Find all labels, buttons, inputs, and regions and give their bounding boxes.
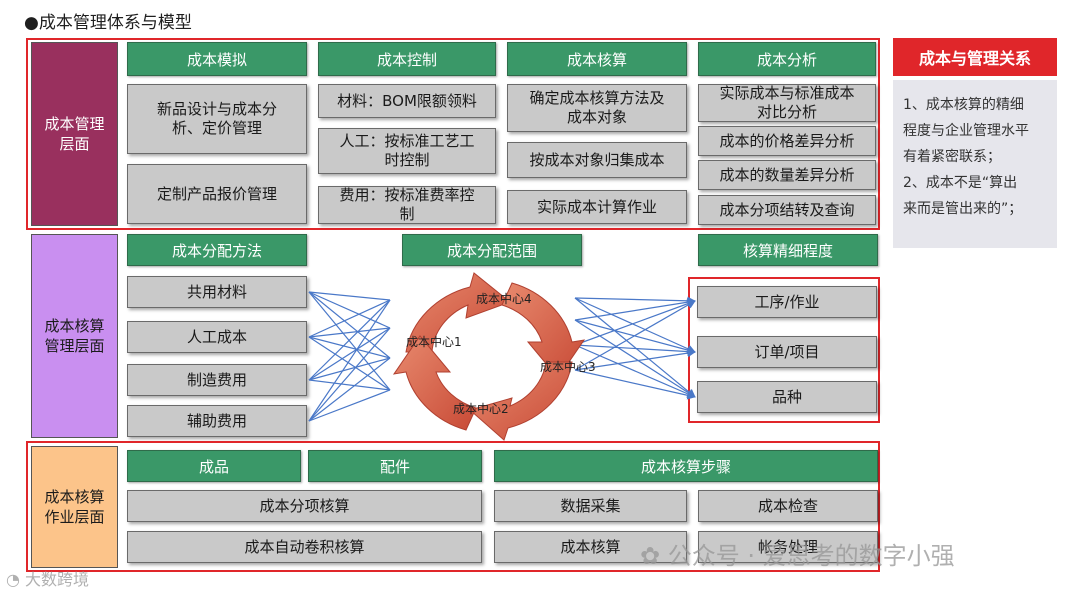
header-finished-goods: 成品	[127, 450, 301, 482]
item-cost-check: 成本检查	[698, 490, 878, 522]
cost-center-2: 成本中心2	[453, 401, 509, 416]
cost-center-1: 成本中心1	[406, 334, 462, 349]
item-itemized-accounting: 成本分项核算	[127, 490, 482, 522]
watermark-right: ✿ 公众号 · 爱思考的数字小强	[640, 536, 955, 571]
header-accounting-steps: 成本核算步骤	[494, 450, 878, 482]
cost-center-4: 成本中心4	[476, 291, 532, 306]
watermark-left: ◔ 大数跨境	[6, 566, 89, 590]
item-auto-rollup: 成本自动卷积核算	[127, 531, 482, 563]
item-data-collection: 数据采集	[494, 490, 687, 522]
header-parts: 配件	[308, 450, 482, 482]
wechat-icon: ✿	[640, 542, 668, 570]
cost-center-3: 成本中心3	[540, 359, 596, 374]
right-connector-arrows	[575, 298, 695, 397]
operation-layer-label: 成本核算 作业层面	[31, 446, 118, 568]
left-connector-lines	[309, 292, 390, 421]
watermark-left-icon: ◔	[6, 570, 25, 589]
